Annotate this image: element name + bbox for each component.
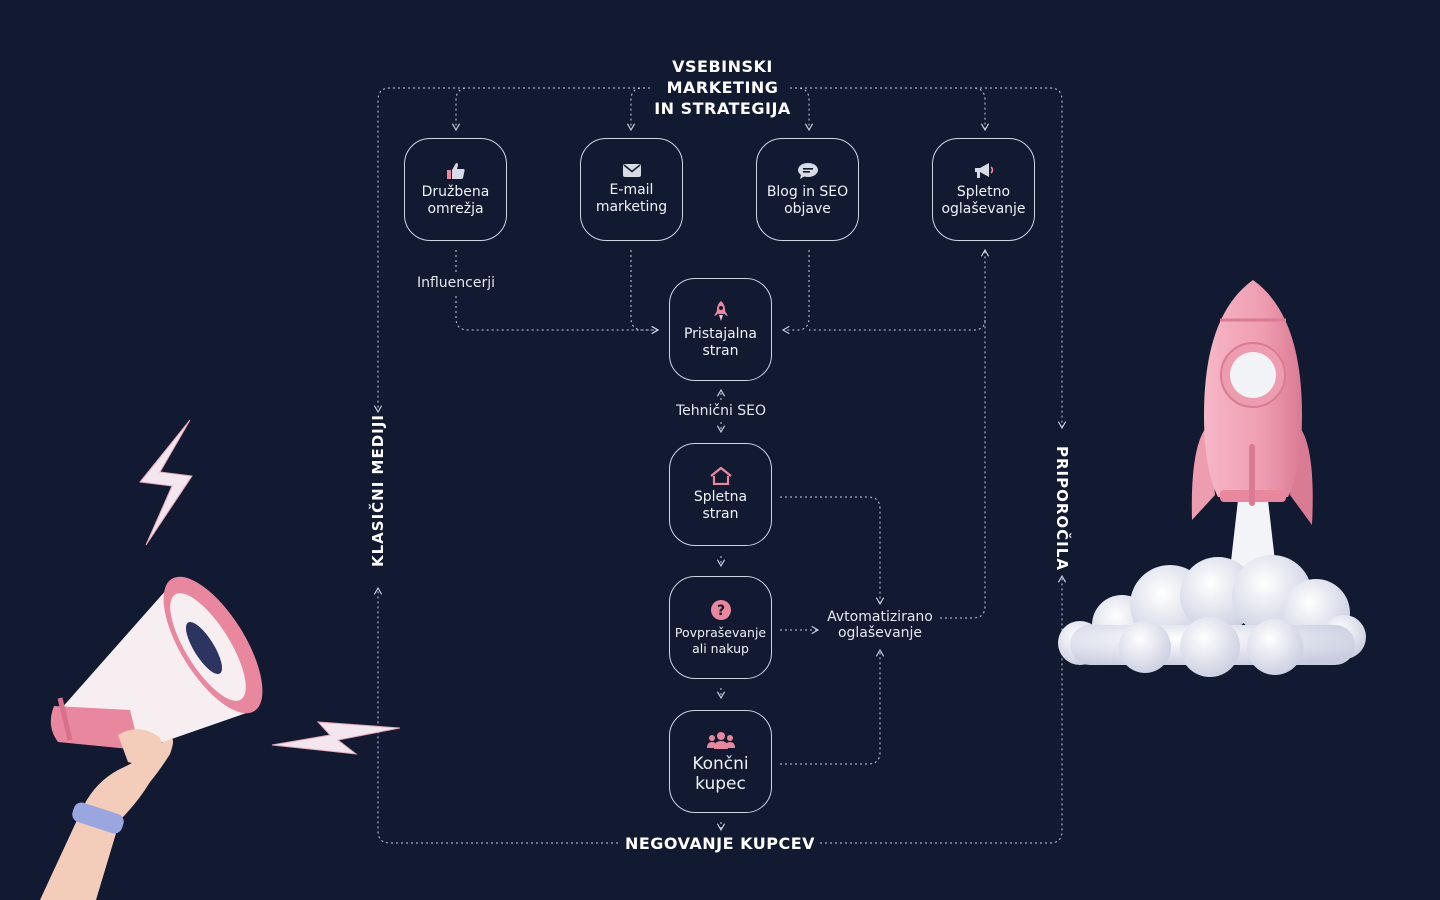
node-email-label: E-mail marketing [595,182,668,215]
megaphone-icon [974,162,993,178]
rocket-illustration [1058,280,1366,677]
rocket-icon [713,300,728,321]
node-landing-page: Pristajalna stran [669,278,772,381]
chat-bubble-icon [797,162,818,179]
node-blog-seo: Blog in SEO objave [756,138,859,241]
node-buyer-label: Končni kupec [692,753,749,794]
node-final-buyer: Končni kupec [669,710,772,813]
edge-website-auto [780,496,885,606]
edge-auto-ads [940,248,990,619]
frame-right-top [790,87,1067,430]
branch-blog [790,87,814,132]
edge-label-automated-ads: Avtomatizirano oglaševanje [827,609,933,641]
node-email-marketing: E-mail marketing [580,138,683,241]
megaphone-illustration [40,419,401,900]
node-inquiry-label: Povpraševanje ali nakup [674,624,767,656]
question-icon: ? [710,599,731,620]
envelope-icon [622,164,641,177]
branch-email [626,87,650,132]
edge-label-influencers: Influencerji [416,275,496,291]
edge-auto-landing [809,319,986,331]
svg-text:?: ? [716,603,724,619]
edge-social-landing-2 [455,296,660,335]
node-inquiry-purchase: ? Povpraševanje ali nakup [669,576,772,679]
title-content-marketing: VSEBINSKI MARKETING IN STRATEGIJA [654,57,791,118]
frame-right-bottom [820,574,1067,844]
node-online-ads: Spletno oglaševanje [932,138,1035,241]
group-icon [706,731,735,749]
node-landing-label: Pristajalna stran [683,325,757,359]
frame-left-top [373,87,650,414]
edge-label-technical-seo: Tehnični SEO [675,403,767,419]
node-blog-label: Blog in SEO objave [766,183,849,217]
thumbs-up-icon [446,162,465,179]
edge-buyer-auto [780,648,885,765]
node-website: Spletna stran [669,443,772,546]
branch-social [451,87,650,132]
edge-blog-landing [781,250,810,335]
branch-ads [790,87,990,132]
node-social-label: Družbena omrežja [421,183,490,217]
node-ads-label: Spletno oglaševanje [941,183,1026,217]
node-social-media: Družbena omrežja [404,138,507,241]
title-customer-nurturing: NEGOVANJE KUPCEV [624,834,816,853]
house-icon [709,466,732,485]
edge-email-landing [630,250,660,335]
node-website-label: Spletna stran [693,488,748,522]
